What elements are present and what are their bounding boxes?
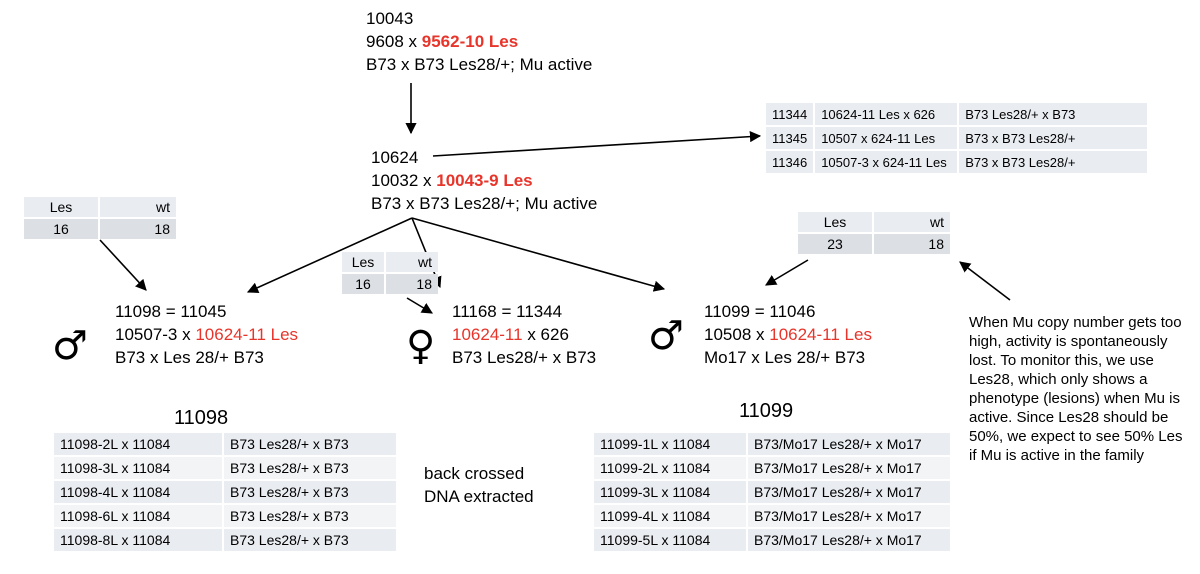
node-genotype: B73 Les28/+ x B73	[452, 348, 597, 367]
male-icon: ♂	[52, 323, 88, 369]
node-id: 11168 = 11344	[452, 302, 563, 321]
arrow-mid-to-left	[246, 217, 413, 293]
node-genotype: B73 x Les 28/+ B73	[115, 348, 264, 367]
node-genotype: Mo17 x Les 28/+ B73	[704, 348, 866, 367]
node-id: 10043	[366, 9, 414, 28]
mu-activity-note: When Mu copy number gets too high, activ…	[969, 314, 1183, 464]
node-cross: 10624-11 x 626	[452, 325, 569, 344]
arrow-mid-to-right	[411, 217, 666, 292]
progeny-table-10624: 11344 10624-11 Les x 626 B73 Les28/+ x B…	[764, 101, 1149, 175]
node-id: 10624	[371, 148, 419, 167]
male-icon: ♂	[648, 313, 684, 359]
female-icon: ♀	[406, 323, 436, 369]
family-title-11099: 11099	[739, 400, 794, 422]
table-row: 11346 10507-3 x 624-11 Les B73 x B73 Les…	[766, 151, 1148, 173]
node-10043: 10043 9608 x 9562-10 Les B73 x B73 Les28…	[366, 7, 592, 76]
node-11098: 11098 = 11045 10507-3 x 10624-11 Les B73…	[115, 300, 298, 369]
node-genotype: B73 x B73 Les28/+; Mu active	[371, 194, 598, 213]
arrow-note-to-rightcount	[959, 261, 1011, 301]
node-10624: 10624 10032 x 10043-9 Les B73 x B73 Les2…	[371, 146, 597, 215]
node-11168: 11168 = 11344 10624-11 x 626 B73 Les28/+…	[452, 300, 596, 369]
arrow-rightcount-to-right	[765, 259, 809, 286]
node-genotype: B73 x B73 Les28/+; Mu active	[366, 55, 593, 74]
node-id: 11098 = 11045	[115, 302, 227, 321]
node-id: 11099 = 11046	[704, 302, 816, 321]
node-cross: 10507-3 x 10624-11 Les	[115, 325, 299, 344]
arrow-centercount-to-center	[406, 297, 433, 314]
family-title-11098: 11098	[174, 407, 229, 429]
arrow-leftcount-to-left	[99, 239, 147, 291]
table-row: 11344 10624-11 Les x 626 B73 Les28/+ x B…	[766, 103, 1148, 125]
node-cross: 10508 x 10624-11 Les	[704, 325, 872, 344]
node-cross: 9608 x 9562-10 Les	[366, 32, 519, 51]
arrow-mid-to-table	[432, 131, 762, 157]
table-row: 11345 10507 x 624-11 Les B73 x B73 Les28…	[766, 127, 1148, 149]
node-cross: 10032 x 10043-9 Les	[371, 171, 533, 190]
node-11099: 11099 = 11046 10508 x 10624-11 Les Mo17 …	[704, 300, 872, 369]
backcross-note: back crossed DNA extracted	[424, 464, 534, 506]
